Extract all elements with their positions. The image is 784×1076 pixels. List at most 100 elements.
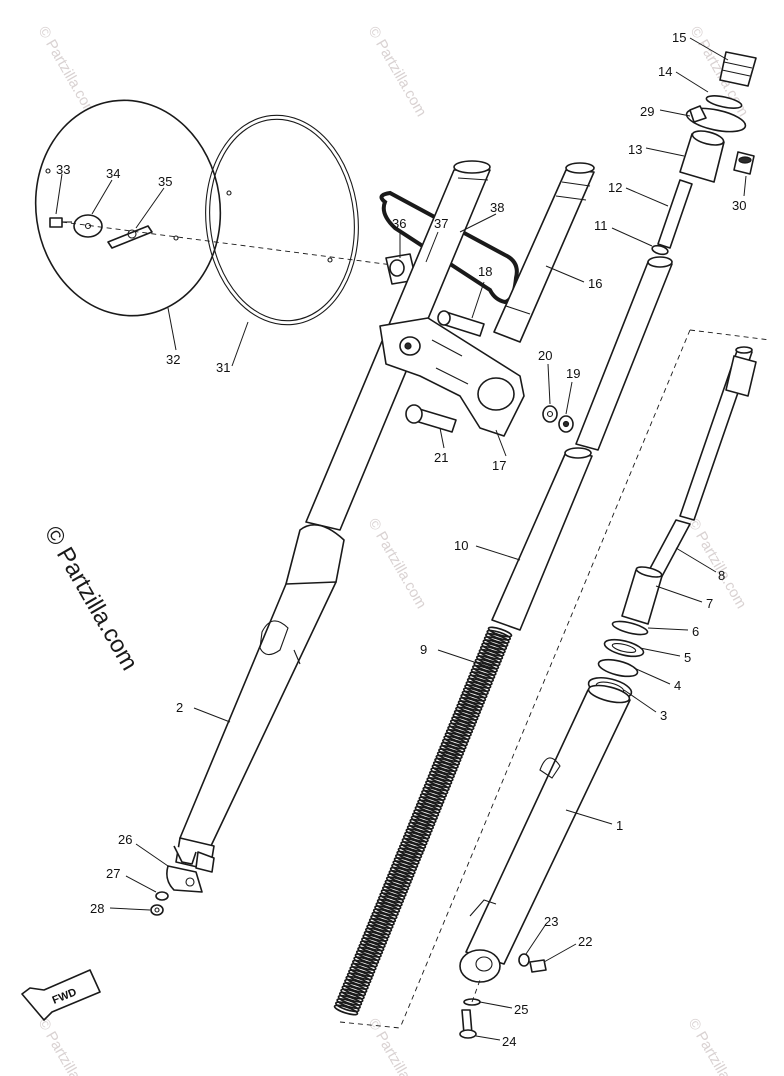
pinch-bolt-lower (405, 404, 457, 433)
callout-36: 36 (392, 216, 406, 231)
spring-coil (334, 1001, 360, 1013)
callout-4: 4 (674, 678, 681, 693)
spring-coil (394, 853, 420, 865)
callout-35: 35 (158, 174, 172, 189)
callout-34: 34 (106, 166, 120, 181)
spring-coil (464, 684, 489, 696)
callout-21: 21 (434, 450, 448, 465)
fork-top-nut (733, 151, 755, 175)
fork-inner-tube-right (491, 447, 593, 631)
spring-coil (445, 728, 471, 741)
spring-coil (405, 828, 431, 840)
fwd-arrow: FWD (21, 969, 101, 1021)
callout-15: 15 (672, 30, 686, 45)
callout-37: 37 (434, 216, 448, 231)
spring-coil (469, 671, 495, 683)
callout-22: 22 (578, 934, 592, 949)
fork-outer-tube-left (173, 524, 345, 873)
spring-coil (456, 703, 482, 715)
spring-coil (436, 751, 462, 763)
spring-coil (393, 857, 419, 869)
headlight-lens (34, 99, 222, 317)
spring-coil (466, 677, 492, 689)
spring-coil (419, 793, 445, 805)
spring-coil (453, 709, 479, 721)
spring-coil (418, 796, 444, 808)
callout-23: 23 (544, 914, 558, 929)
spring-coil (357, 946, 382, 958)
spring-coil (462, 687, 488, 699)
spring-coil (451, 716, 476, 728)
spring-coil (482, 639, 508, 651)
fork-outer-tube-right (459, 684, 631, 983)
watermark-main: © Partzilla.com (39, 522, 143, 676)
watermark-tile: © Partzilla.com (35, 1016, 100, 1076)
callout-24: 24 (502, 1034, 516, 1049)
spring-coil (425, 780, 450, 792)
headlight-rim (205, 114, 359, 326)
spring-coil (349, 966, 375, 978)
drain-gasket (518, 953, 530, 967)
callout-16: 16 (588, 276, 602, 291)
spring-coil (415, 802, 441, 814)
spring-coil (375, 901, 401, 914)
spring-coil (477, 652, 502, 664)
oil-seal (603, 638, 645, 658)
spring-coil (337, 994, 363, 1006)
spring-coil (336, 998, 361, 1010)
spring-coil (434, 757, 459, 769)
spring-coil (441, 738, 467, 750)
spring-coil (388, 869, 414, 882)
watermark-tile: © Partzilla.com (365, 516, 430, 612)
spring-coil (400, 841, 425, 853)
spring-coil (351, 959, 377, 971)
callout-32: 32 (166, 352, 180, 367)
callout-18: 18 (478, 264, 492, 279)
spring-coil (342, 982, 368, 994)
callout-2: 2 (176, 700, 183, 715)
spring-coil (368, 917, 394, 930)
axle-holder (166, 865, 203, 893)
spring-coil (447, 725, 472, 737)
watermark-tile: © Partzilla.com (365, 1016, 430, 1076)
spring-coil (423, 783, 449, 795)
spring-coil (426, 777, 452, 789)
callout-13: 13 (628, 142, 642, 157)
spring-coil (440, 741, 466, 753)
spring-coil (371, 911, 397, 923)
spring-coil (443, 735, 468, 747)
spring-coil (444, 732, 470, 744)
spring-coil (398, 844, 424, 856)
callout-6: 6 (692, 624, 699, 639)
callout-14: 14 (658, 64, 672, 79)
spring-coil (376, 898, 402, 910)
spring-coil (387, 873, 412, 885)
callout-30: 30 (732, 198, 746, 213)
spring-coil (380, 889, 406, 901)
spring-coil (383, 882, 408, 894)
pinch-bolt-upper (437, 310, 485, 337)
spring-coil (397, 847, 423, 859)
damper-rod-seat (621, 566, 663, 625)
spring-coil (370, 914, 395, 926)
spring-coil (406, 825, 432, 837)
spring-coil (411, 812, 437, 824)
spring-coil (341, 985, 367, 997)
spring-coil (408, 821, 433, 833)
spring-coil (354, 953, 380, 965)
oil-seal-washer (597, 658, 639, 678)
spring-coil (468, 674, 493, 686)
watermark-tile: © Partzilla.com (365, 24, 430, 120)
spring-coil (391, 863, 416, 875)
spring-coil (361, 937, 386, 949)
watermark-tile: © Partzilla.com (35, 24, 100, 120)
spring-coil (421, 789, 446, 801)
spring-coil (460, 693, 485, 705)
fork-inner-tube-right-upper (575, 256, 673, 451)
spring-coil (389, 866, 415, 878)
spring-coil (479, 645, 505, 657)
stem-nut (558, 415, 574, 433)
spring-coil (364, 927, 390, 939)
callout-28: 28 (90, 901, 104, 916)
